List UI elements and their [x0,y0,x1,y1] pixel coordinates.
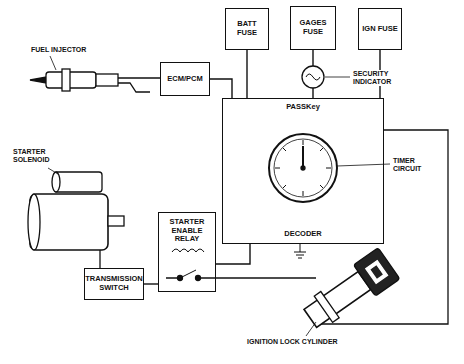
starter-wire [99,250,100,268]
relay-coil [172,249,204,252]
node-text: BATT FUSE [229,20,265,37]
leader-line [325,77,350,78]
part-label: FUEL INJECTOR [30,46,92,54]
decoder-box: PASSKeyDECODER [222,98,384,244]
dial-hand [302,146,304,168]
injector-body [46,72,96,88]
wire-connector [144,283,158,284]
fuel-injector-symbol [30,56,160,92]
fuse-box: BATT FUSE [225,8,269,50]
dial-rim [269,134,337,202]
relay-to-ignition-wire [216,277,316,278]
injector-wire [118,78,160,92]
wire-connector [216,244,250,264]
lock-flange [314,292,339,323]
node-text: GAGES FUSE [294,19,332,36]
motor-shaft [108,216,124,226]
dial-hub [301,166,305,170]
contact-point [196,276,201,281]
solenoid-body [54,172,102,192]
part-label: IGNITION LOCK CYLINDER [246,338,368,346]
timer-dial [269,134,390,202]
lock-body [304,272,371,328]
node-text: IGN FUSE [362,25,397,34]
security-indicator-symbol [302,66,350,88]
contact-line [166,277,216,278]
part-label: STARTER SOLENOID [12,148,60,164]
leader-line [48,168,58,174]
switch-box: TRANSMISSION SWITCH [84,268,144,300]
dial-face [274,139,332,197]
leader-line [337,164,390,166]
relay-box: STARTER ENABLE RELAY [158,212,216,292]
node-text: STARTER ENABLE RELAY [162,218,212,244]
indicator-lamp [302,66,324,88]
contact-arm [180,270,196,278]
injector-collar [62,69,70,91]
fuse-box: GAGES FUSE [290,6,336,50]
ignition-lock-symbol [299,248,399,334]
starter-motor [30,194,108,250]
relay-contacts [166,249,316,281]
lock-head [353,248,399,296]
part-label: SECURITY INDICATOR [352,70,402,86]
ground-symbol [294,244,306,258]
motor-end [28,194,40,250]
node-text: ECM/PCM [167,75,202,84]
node-text: DECODER [284,230,322,239]
leader-line [306,322,316,336]
injector-connector [96,74,118,86]
leader-line [50,56,56,70]
module-box: ECM/PCM [160,62,210,96]
node-text: PASSKey [286,103,320,112]
starter-symbol [28,168,124,268]
key [371,266,382,278]
fuse-box: IGN FUSE [358,8,402,50]
part-label: TIMER CIRCUIT [392,157,440,173]
lamp-filament [306,74,320,80]
solenoid-end [52,172,60,192]
key-slot [366,261,388,284]
wire-connector [210,79,232,98]
dial-ticks [275,140,331,196]
injector-nozzle [30,77,46,83]
node-text: TRANSMISSION SWITCH [85,275,143,292]
wire-connector [246,50,247,98]
